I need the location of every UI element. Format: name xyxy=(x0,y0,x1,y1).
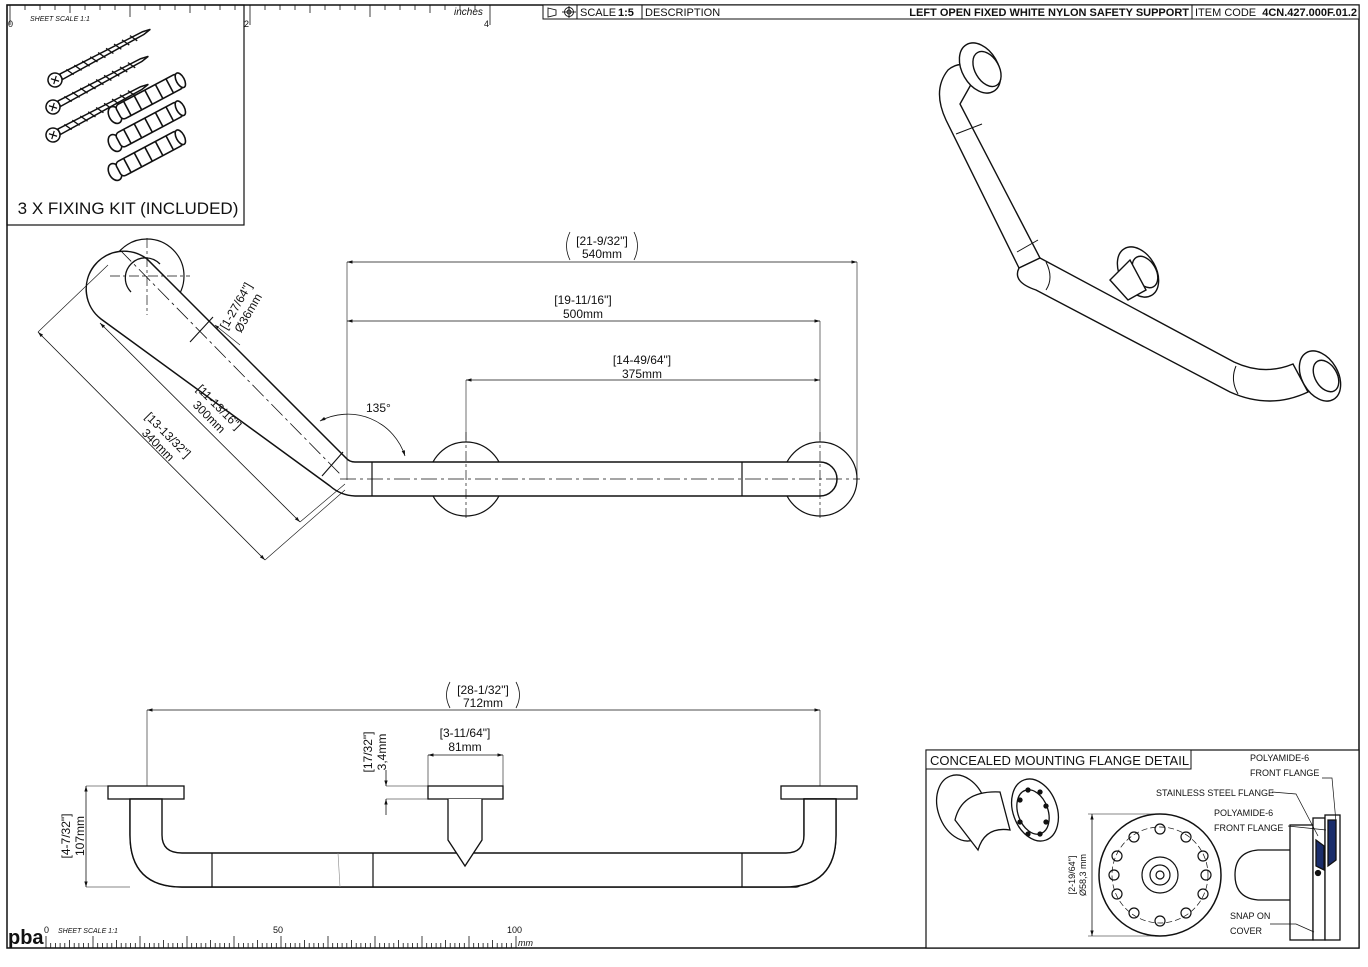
flange-iso-icon xyxy=(935,774,1060,852)
fixing-kit-caption: 3 X FIXING KIT (INCLUDED) xyxy=(18,199,239,218)
dim-34-mm: 3,4mm xyxy=(375,734,389,771)
dim-375-mm: 375mm xyxy=(622,367,662,381)
callout-stainless: STAINLESS STEEL FLANGE xyxy=(1156,788,1274,798)
flange-detail-title: CONCEALED MOUNTING FLANGE DETAIL xyxy=(930,753,1189,768)
bottom-ruler-label-50: 50 xyxy=(273,925,283,935)
dim-712-mm: 712mm xyxy=(463,696,503,710)
callout-polyamide-mid-line2: FRONT FLANGE xyxy=(1214,823,1283,833)
callout-snap-line2: COVER xyxy=(1230,926,1263,936)
callout-polyamide-top-line1: POLYAMIDE-6 xyxy=(1250,753,1309,763)
top-ruler: SHEET SCALE 1:1 inches 0 2 4 xyxy=(7,4,540,29)
angle-label: 135° xyxy=(366,401,391,415)
dim-500-mm: 500mm xyxy=(563,307,603,321)
dim-500-inch: [19-11/16"] xyxy=(554,293,611,307)
bottom-ruler-label-0: 0 xyxy=(44,925,49,935)
flange-callout-leaders xyxy=(1270,777,1337,933)
front-view xyxy=(84,708,858,888)
dim-107-inch: [4-7/32"] xyxy=(59,814,73,859)
dim-540-inch: [21-9/32"] xyxy=(576,234,628,248)
top-ruler-label-2: 2 xyxy=(244,19,249,29)
top-ruler-label-0: 0 xyxy=(8,19,13,29)
dim-34-inch: [17/32"] xyxy=(361,732,375,773)
dim-107-mm: 107mm xyxy=(73,816,87,856)
fixing-kit-panel: 3 X FIXING KIT (INCLUDED) xyxy=(6,4,245,226)
flange-dia-inch: [2-19/64"] xyxy=(1067,856,1077,895)
description-label: DESCRIPTION xyxy=(645,7,720,19)
wall-plug-icon xyxy=(107,72,187,182)
bottom-ruler-label-100: 100 xyxy=(507,925,522,935)
flange-front-icon xyxy=(1088,813,1222,937)
isometric-view xyxy=(938,42,1342,402)
top-ruler-unit: inches xyxy=(454,7,483,18)
pba-logo: pba xyxy=(8,927,44,949)
description-value: LEFT OPEN FIXED WHITE NYLON SAFETY SUPPO… xyxy=(909,7,1189,19)
bottom-ruler-unit: mm xyxy=(518,938,533,948)
callout-snap-line1: SNAP ON xyxy=(1230,911,1270,921)
flange-dia-mm: Ø58,3 mm xyxy=(1078,854,1088,896)
front-view-dimensions: [28-1/32"] 712mm [3-11/64"] 81mm [17/32"… xyxy=(59,681,520,859)
dim-375-inch: [14-49/64"] xyxy=(613,353,671,367)
dim-81-inch: [3-11/64"] xyxy=(440,726,491,740)
top-ruler-scale: SHEET SCALE 1:1 xyxy=(30,16,90,23)
flange-detail-panel: CONCEALED MOUNTING FLANGE DETAIL xyxy=(925,749,1360,949)
dim-540-mm: 540mm xyxy=(582,247,622,261)
bottom-ruler-scale: SHEET SCALE 1:1 xyxy=(58,928,118,935)
scale-value: 1:5 xyxy=(618,7,634,19)
screw-icon xyxy=(45,28,151,143)
projection-symbol-icon xyxy=(547,6,576,18)
callout-polyamide-mid-line1: POLYAMIDE-6 xyxy=(1214,808,1273,818)
top-ruler-label-4: 4 xyxy=(484,19,489,29)
plan-view xyxy=(37,238,860,561)
item-code-value: 4CN.427.000F.01.2 xyxy=(1262,7,1357,19)
title-block: SCALE 1:5 DESCRIPTION LEFT OPEN FIXED WH… xyxy=(542,4,1360,20)
dim-81-mm: 81mm xyxy=(448,740,481,754)
scale-label: SCALE xyxy=(580,7,616,19)
bottom-ruler: pba SHEET SCALE 1:1 0 50 100 mm xyxy=(8,925,533,949)
item-code-label: ITEM CODE xyxy=(1195,7,1256,19)
dim-712-inch: [28-1/32"] xyxy=(457,683,509,697)
callout-polyamide-top-line2: FRONT FLANGE xyxy=(1250,768,1319,778)
flange-section-icon xyxy=(1234,814,1341,941)
